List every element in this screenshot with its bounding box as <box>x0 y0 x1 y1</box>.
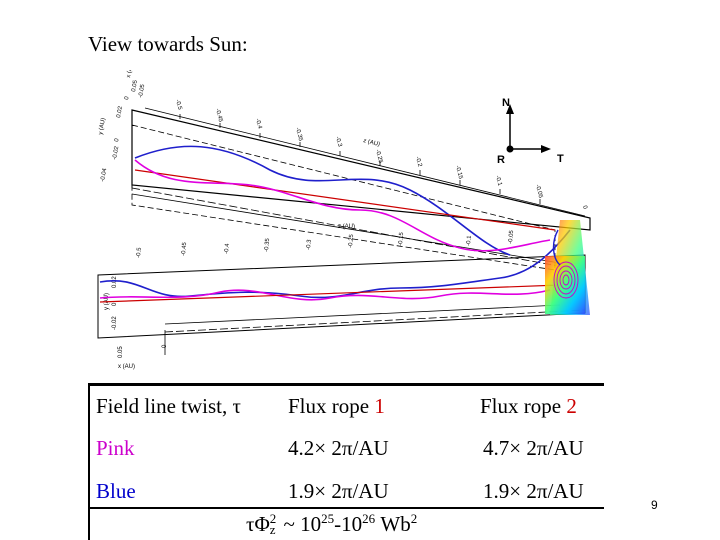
top-x-tick-0: 0 <box>124 95 131 100</box>
top-z-tick-0: -0.5 <box>174 99 182 111</box>
row-pink-rope1: 4.2× 2π/AU <box>288 436 389 460</box>
formula-part-b: ~ 10 <box>278 512 322 536</box>
header-flux-rope-2: Flux rope 2 <box>480 394 577 419</box>
top-z-axis-label: z (AU) <box>363 138 381 148</box>
bottom-z-tick-1: -0.45 <box>181 241 188 256</box>
formula-part-a: τΦ <box>246 512 270 536</box>
formula-exp1: 25 <box>321 511 335 526</box>
header-field-line-twist: Field line twist, τ <box>96 394 241 418</box>
top-z-tick-5: -0.25 <box>374 149 383 164</box>
bottom-z-tick-8: -0.1 <box>466 235 473 246</box>
slide-title: View towards Sun: <box>88 32 248 56</box>
top-y-tick-1: 0 <box>114 137 121 142</box>
header-flux-rope-2-number: 2 <box>566 394 577 418</box>
row-blue-rope2: 1.9× 2π/AU <box>483 479 584 503</box>
flux-rope-cross-section <box>545 220 590 315</box>
bottom-z-tick-4: -0.3 <box>306 239 313 250</box>
top-z-tick-10: 0 <box>581 205 588 210</box>
bottom-y-tick-2: -0.02 <box>112 316 118 330</box>
row-blue-label: Blue <box>96 479 136 503</box>
top-z-tick-8: -0.1 <box>494 175 502 187</box>
bottom-x-tick-1: 0 <box>162 344 168 348</box>
bottom-z-tick-7: -0.15 <box>398 231 405 246</box>
header-flux-rope-2-prefix: Flux rope <box>480 394 567 418</box>
table-bottom-rule <box>88 507 604 509</box>
top-x-axis-label: x (AU) <box>126 70 135 78</box>
bottom-z-axis-label: z (AU) <box>338 224 355 230</box>
top-z-tick-2: -0.4 <box>254 118 262 130</box>
top-y-axis-label: y (AU) <box>98 118 107 136</box>
top-z-tick-1: -0.45 <box>214 108 223 123</box>
row-pink-rope2: 4.7× 2π/AU <box>483 436 584 460</box>
formula-sub: z <box>269 522 276 537</box>
header-flux-rope-1-prefix: Flux rope <box>288 394 375 418</box>
bottom-z-tick-2: -0.4 <box>224 243 231 254</box>
bottom-z-tick-9: -0.05 <box>508 229 515 244</box>
bottom-x-axis-label: x (AU) <box>118 364 135 370</box>
bottom-z-tick-5: -0.25 <box>348 233 355 248</box>
compass-tangential: T <box>557 153 564 165</box>
top-z-tick-3: -0.35 <box>294 127 303 142</box>
page-number: 9 <box>651 498 658 512</box>
bottom-y-tick-0: 0.02 <box>112 276 118 288</box>
top-z-tick-7: -0.15 <box>454 165 463 180</box>
table-top-rule <box>88 383 604 386</box>
formula-part-d: Wb <box>375 512 411 536</box>
top-x-tick-2: -0.05 <box>138 83 146 98</box>
compass-north: N <box>502 97 510 109</box>
compass-icon: N R T <box>497 97 564 166</box>
formula-exp3: 2 <box>410 511 418 526</box>
compass-radial: R <box>497 154 505 166</box>
bottom-y-tick-1: 0 <box>112 302 118 306</box>
top-y-tick-2: -0.02 <box>112 145 120 160</box>
top-y-tick-3: -0.04 <box>100 167 108 182</box>
top-z-tick-4: -0.3 <box>334 136 342 148</box>
flux-rope-figure: x (AU) y (AU) z (AU) 0 0.05 -0.05 0.02 0… <box>97 70 591 370</box>
row-pink-label: Pink <box>96 436 135 460</box>
top-y-tick-0: 0.02 <box>116 105 124 118</box>
bottom-z-tick-0: -0.5 <box>136 247 143 258</box>
formula-part-c: -10 <box>334 512 363 536</box>
top-x-tick-1: 0.05 <box>131 79 139 92</box>
bottom-x-tick-0: 0.05 <box>118 346 124 358</box>
top-panel: x (AU) y (AU) z (AU) 0 0.05 -0.05 0.02 0… <box>98 70 591 271</box>
formula-exp2: 26 <box>362 511 376 526</box>
top-z-tick-6: -0.2 <box>414 156 422 168</box>
row-blue-rope1: 1.9× 2π/AU <box>288 479 389 503</box>
bottom-z-tick-3: -0.35 <box>264 237 271 252</box>
header-flux-rope-1-number: 1 <box>374 394 385 418</box>
top-z-tick-9: -0.05 <box>534 184 543 199</box>
bottom-panel: -0.5 -0.45 -0.4 -0.35 -0.3 -0.25 z (AU) … <box>97 224 586 370</box>
table-left-rule <box>88 386 90 540</box>
header-flux-rope-1: Flux rope 1 <box>288 394 385 419</box>
formula-sup: 2 <box>269 511 277 526</box>
